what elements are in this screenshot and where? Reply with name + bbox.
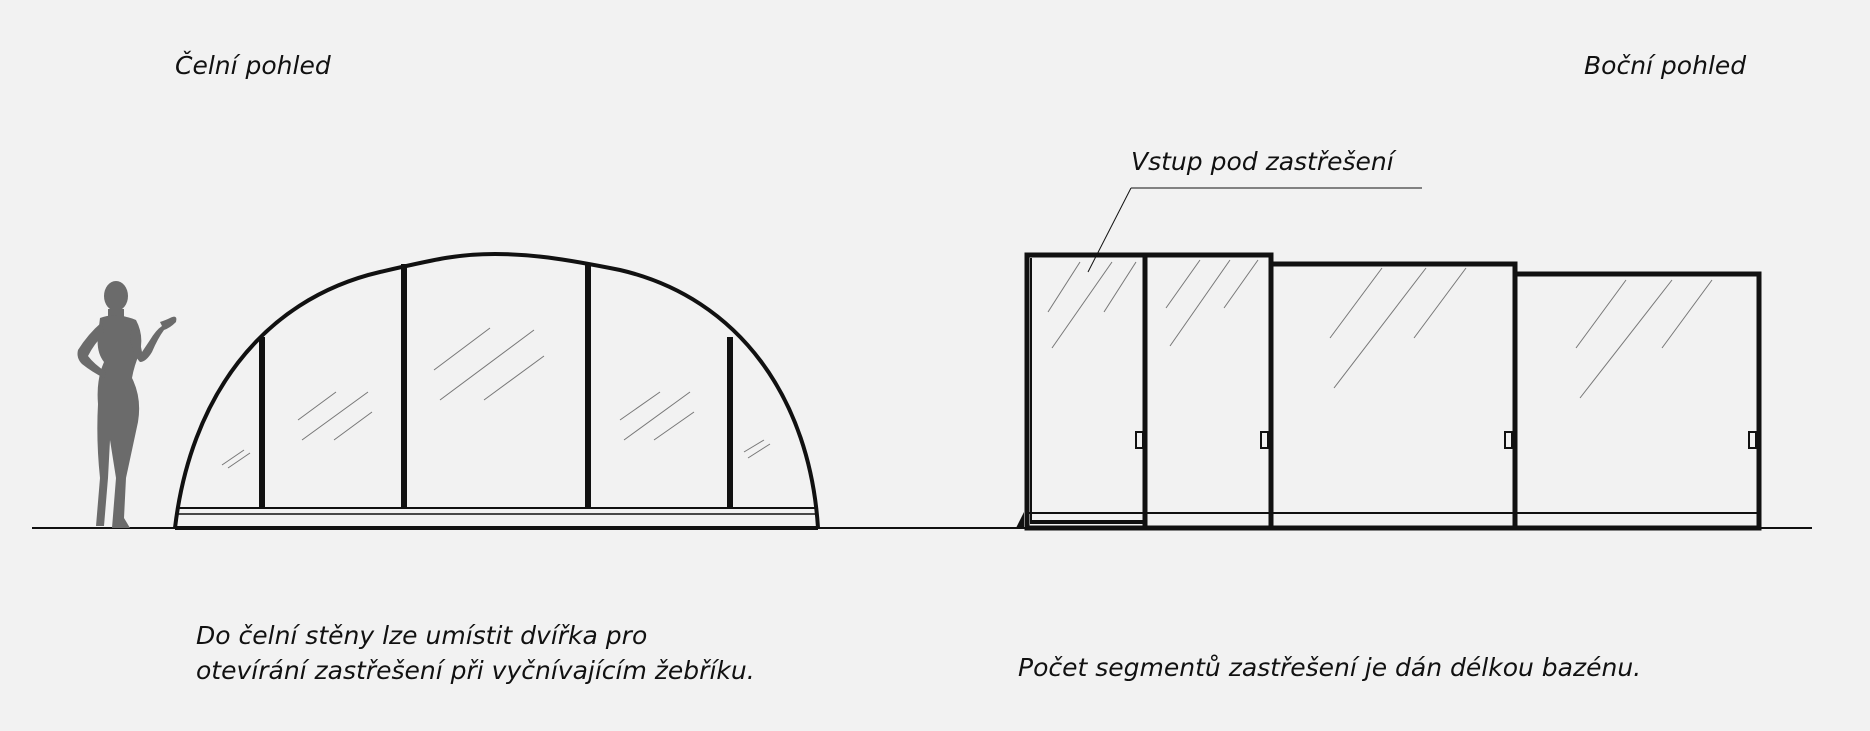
human-silhouette-icon xyxy=(77,281,177,528)
side-entry-wedge xyxy=(1016,512,1024,528)
entry-callout-leader xyxy=(1087,187,1422,273)
side-view-title: Boční pohled xyxy=(1584,51,1747,80)
front-view-note-line-1: Do čelní stěny lze umístit dvířka pro xyxy=(196,621,648,650)
side-view-note: Počet segmentů zastřešení je dán délkou … xyxy=(1018,653,1642,682)
front-arch-outline xyxy=(173,251,820,529)
front-view-title: Čelní pohled xyxy=(175,51,331,80)
side-handles xyxy=(1135,431,1757,449)
entry-callout-label: Vstup pod zastřešení xyxy=(1131,147,1394,176)
side-segment-3 xyxy=(1512,271,1762,531)
side-segment-2 xyxy=(1268,261,1518,531)
side-segment-1 xyxy=(1024,252,1274,531)
front-view-enclosure xyxy=(173,251,820,530)
front-view-note-line-2: otevírání zastřešení při vyčnívajícím že… xyxy=(196,656,755,685)
front-glass-reflections xyxy=(221,327,771,469)
side-glass-reflections xyxy=(1047,259,1713,399)
front-view-note: Do čelní stěny lze umístit dvířka pro ot… xyxy=(196,618,755,688)
side-view-enclosure xyxy=(1016,252,1762,531)
